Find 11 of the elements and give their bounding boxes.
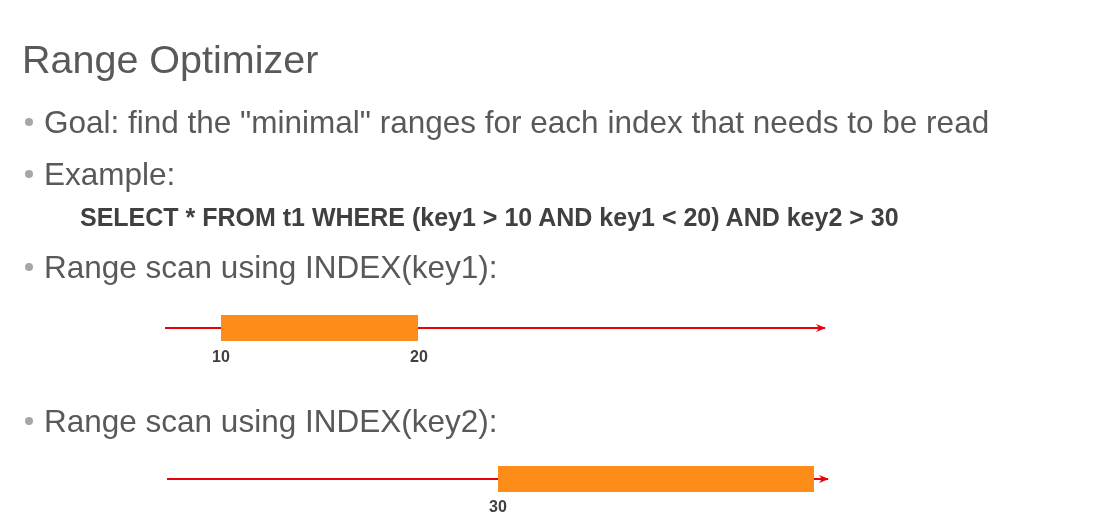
range-bar <box>221 315 418 341</box>
range-bar <box>498 466 814 492</box>
bullet-text: Range scan using INDEX(key1): <box>44 248 498 286</box>
bullet-text: Example: <box>44 155 176 193</box>
tick-label: 20 <box>410 347 428 367</box>
bullet-text: Range scan using INDEX(key2): <box>44 402 498 440</box>
bullet-text: Goal: find the "minimal" ranges for each index that needs to be read <box>44 103 990 141</box>
slide-title: Range Optimizer <box>22 37 319 83</box>
tick-label: 10 <box>212 347 230 367</box>
tick-label: 30 <box>489 497 507 517</box>
code-text: SELECT * FROM t1 WHERE (key1 > 10 AND key1 < 20) AND key2 > 30 <box>80 202 899 232</box>
